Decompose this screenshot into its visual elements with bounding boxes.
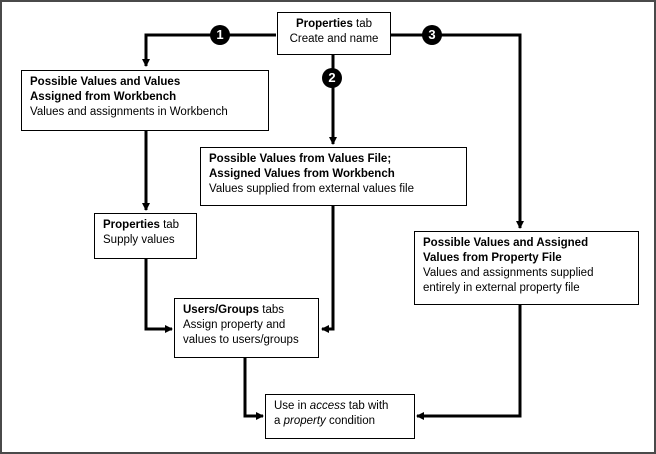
- values-file-title-1: Possible Values from Values File;: [209, 153, 392, 165]
- values-file-desc: Values supplied from external values fil…: [209, 183, 414, 195]
- arrow-users-to-access: [243, 358, 264, 420]
- badge-1: 1: [210, 25, 230, 45]
- access-tab-box: Use in access tab with a property condit…: [265, 394, 415, 439]
- property-file-desc-2: entirely in external property file: [423, 282, 580, 294]
- property-file-box: Possible Values and Assigned Values from…: [414, 231, 639, 305]
- access-line2-a: a: [274, 415, 284, 427]
- badge-3: 3: [422, 25, 442, 45]
- workbench-desc: Values and assignments in Workbench: [30, 106, 228, 118]
- properties-supply-box: Properties tab Supply values: [94, 213, 197, 259]
- values-file-title-2: Assigned Values from Workbench: [209, 168, 395, 180]
- create-and-name-text: Create and name: [289, 33, 379, 45]
- arrow-top-to-workbench: [142, 33, 276, 67]
- users-tabs-suffix: tabs: [259, 304, 284, 316]
- supply-properties-label: Properties: [103, 219, 160, 231]
- badge-2: 2: [322, 68, 342, 88]
- property-italic: property: [283, 415, 326, 427]
- arrow-property-file-to-access: [416, 304, 522, 420]
- property-file-desc-1: Values and assignments supplied: [423, 267, 594, 279]
- properties-tab-label: Properties: [295, 18, 353, 30]
- users-desc-2: values to users/groups: [183, 334, 299, 346]
- access-italic: access: [309, 400, 346, 412]
- tab-suffix: tab: [352, 18, 373, 30]
- supply-values-text: Supply values: [103, 234, 175, 246]
- access-line1-a: Use in: [274, 400, 310, 412]
- users-groups-box: Users/Groups tabs Assign property and va…: [174, 298, 319, 358]
- arrow-supply-to-users: [144, 259, 173, 333]
- access-line1-b: tab with: [345, 400, 389, 412]
- values-file-box: Possible Values from Values File; Assign…: [200, 147, 467, 206]
- users-desc-1: Assign property and: [183, 319, 286, 331]
- workbench-title-1: Possible Values and Values: [30, 76, 181, 88]
- supply-tab-suffix: tab: [159, 219, 180, 231]
- access-line2-b: condition: [325, 415, 376, 427]
- users-groups-label: Users/Groups: [183, 304, 260, 316]
- property-file-title-1: Possible Values and Assigned: [423, 237, 589, 249]
- properties-create-box: Properties tab Create and name: [277, 12, 391, 55]
- workbench-title-2: Assigned from Workbench: [30, 91, 177, 103]
- arrow-values-file-to-users: [321, 205, 335, 333]
- property-file-title-2: Values from Property File: [423, 252, 562, 264]
- workbench-values-box: Possible Values and Values Assigned from…: [21, 70, 269, 131]
